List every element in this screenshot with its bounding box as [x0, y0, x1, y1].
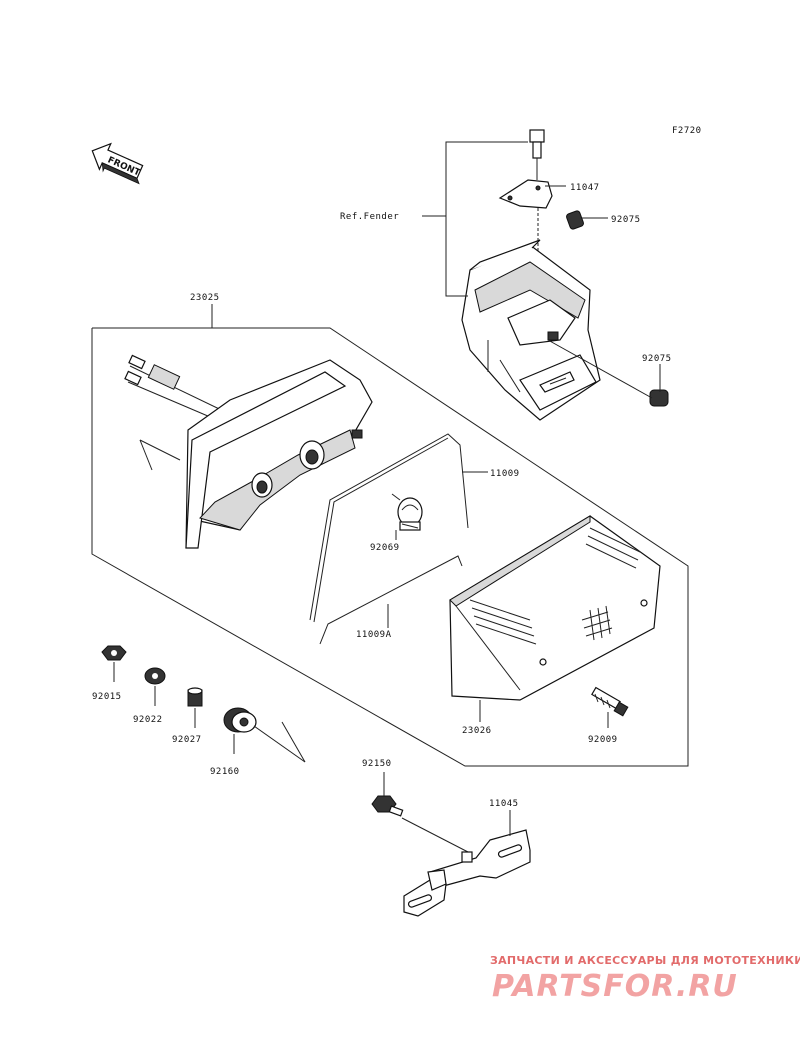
watermark-brand: PARTSFOR.RU [492, 969, 738, 1004]
watermark-logo: ЗАПЧАСТИ И АКСЕССУАРЫ ДЛЯ МОТОТЕХНИКИ PA… [490, 954, 800, 1004]
grommet-92160-icon [223, 707, 257, 733]
screw-icon [591, 686, 629, 717]
label-92075-lower: 92075 [642, 354, 672, 364]
assembly-frame [91, 327, 689, 767]
license-bracket [403, 829, 531, 917]
collar-92027-icon [187, 687, 203, 707]
front-arrow-icon: FRONT [91, 142, 144, 185]
watermark-tagline: ЗАПЧАСТИ И АКСЕССУАРЫ ДЛЯ МОТОТЕХНИКИ [490, 954, 800, 967]
ref-fender-label: Ref.Fender [340, 212, 399, 222]
label-92075-upper: 92075 [611, 215, 641, 225]
label-92015: 92015 [92, 692, 122, 702]
label-11047: 11047 [570, 183, 600, 193]
fender-bracket-assembly [461, 129, 669, 421]
bulb-icon [391, 493, 423, 531]
label-92027: 92027 [172, 735, 202, 745]
wire-rod-11009a [319, 555, 463, 645]
nut-92015-icon [101, 645, 127, 661]
label-11009: 11009 [490, 469, 520, 479]
lens-grid-icon [581, 605, 613, 641]
wire-frame-11009 [309, 433, 469, 621]
tail-lamp-housing [139, 359, 373, 549]
washer-92022-icon [144, 667, 166, 685]
label-92069: 92069 [370, 543, 400, 553]
label-92022: 92022 [133, 715, 163, 725]
bolt-92150-icon [371, 795, 404, 817]
label-23025: 23025 [190, 293, 220, 303]
wire-harness [124, 354, 239, 429]
figure-code: F2720 [672, 126, 702, 136]
label-23026: 23026 [462, 726, 492, 736]
label-11045: 11045 [489, 799, 519, 809]
label-11009a: 11009A [356, 630, 392, 640]
ref-fender-bracket: Ref.Fender [340, 141, 528, 297]
label-92009: 92009 [588, 735, 618, 745]
label-92160: 92160 [210, 767, 240, 777]
label-92150: 92150 [362, 759, 392, 769]
tail-lamp-lens [449, 515, 661, 701]
